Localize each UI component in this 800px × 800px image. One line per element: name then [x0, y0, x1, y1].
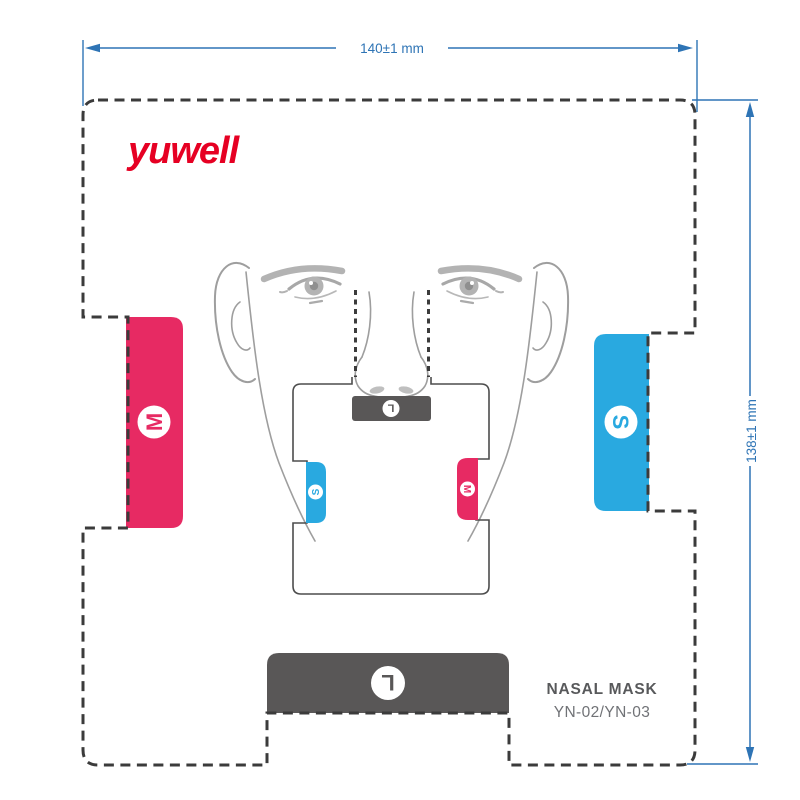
right-eyebrow — [437, 265, 523, 283]
arrowhead-down-icon — [745, 747, 755, 762]
nose-size-label-large: L — [387, 402, 394, 414]
size-tab-large: L — [267, 653, 509, 713]
left-nostril — [369, 386, 385, 394]
width-dimension-label: 140±1 mm — [360, 41, 424, 56]
size-badge-circle — [371, 666, 405, 700]
right-cheek-line — [467, 271, 538, 542]
inner-tab-small: S — [306, 462, 326, 523]
arrowhead-left-icon — [85, 43, 100, 53]
size-badge-circle — [308, 484, 323, 500]
width-dimension: 140±1 mm — [82, 40, 698, 112]
arrowhead-up-icon — [745, 102, 755, 117]
right-eye — [441, 276, 504, 305]
size-badge-circle — [460, 481, 475, 497]
left-eye — [279, 276, 342, 305]
left-ear — [213, 262, 256, 384]
arrowhead-right-icon — [678, 43, 693, 53]
inner-size-label-medium: M — [461, 485, 472, 493]
brand-logo: yuwell — [126, 130, 241, 172]
mouth-outline — [292, 377, 490, 595]
size-label-large: L — [381, 670, 394, 695]
nose-tab-large: L — [352, 396, 431, 421]
size-label-small: S — [608, 415, 633, 430]
nose — [354, 291, 429, 399]
right-ear — [527, 262, 570, 384]
height-dimension: 138±1 mm — [687, 99, 759, 765]
right-nostril — [398, 386, 414, 394]
size-badge-circle — [382, 400, 400, 417]
size-tab-small: S — [594, 334, 649, 511]
size-label-medium: M — [142, 413, 167, 431]
left-eyebrow — [260, 265, 346, 283]
model-number: YN-02/YN-03 — [554, 704, 651, 721]
inner-size-label-small: S — [311, 488, 322, 495]
height-dimension-label: 138±1 mm — [744, 399, 759, 463]
product-name: NASAL MASK — [546, 681, 657, 698]
card-dashed-outline — [81, 98, 697, 767]
left-cheek-line — [245, 271, 316, 542]
size-badge-circle — [137, 405, 171, 439]
size-tab-medium: M — [126, 317, 183, 528]
size-badge-circle — [604, 405, 638, 439]
inner-tab-medium: M — [457, 458, 478, 520]
